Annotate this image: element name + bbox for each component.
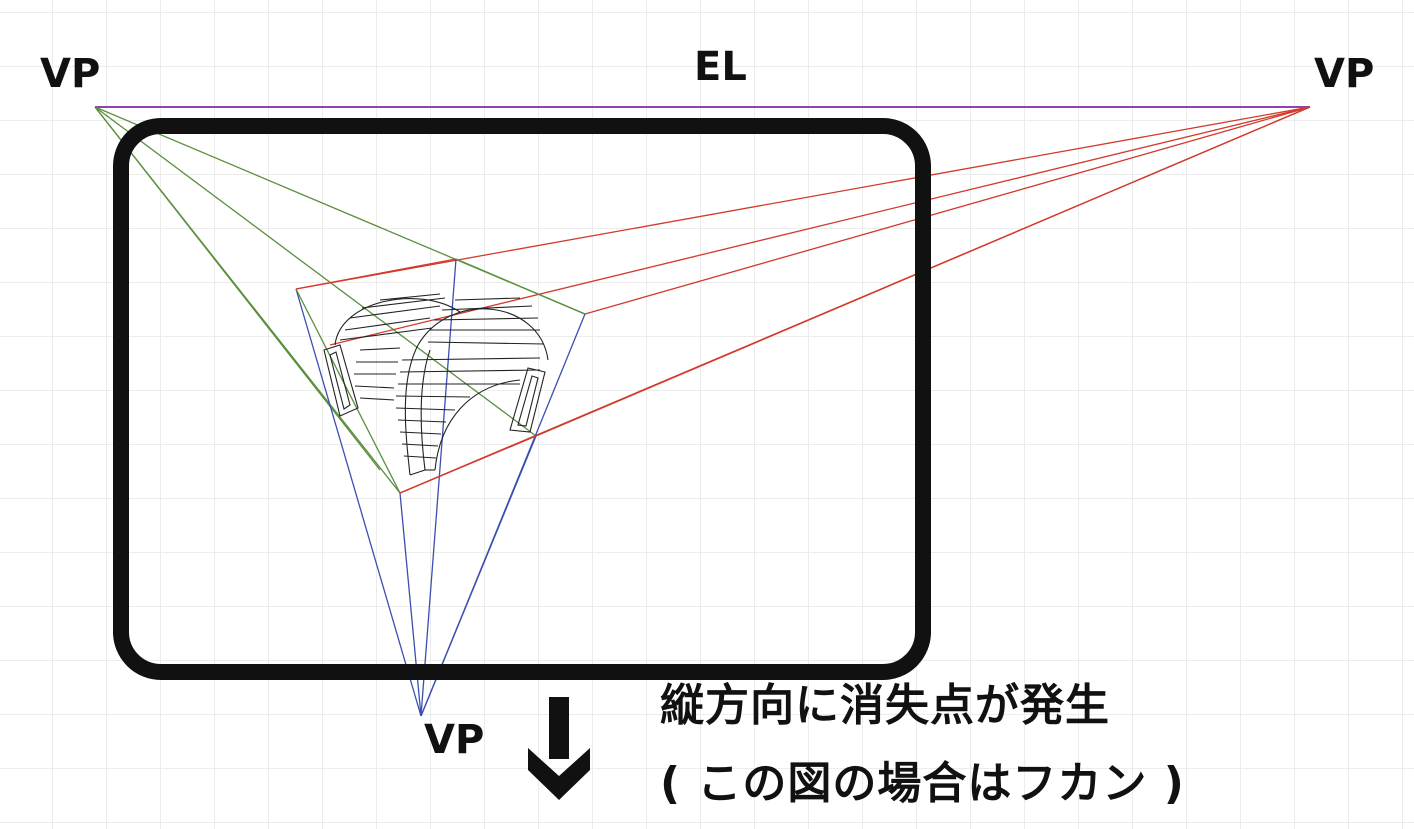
vanishing-point-left-label: VP <box>40 51 101 97</box>
box-outline <box>295 258 586 494</box>
frame-rectangle <box>113 118 931 680</box>
vanishing-point-right-label: VP <box>1314 51 1375 97</box>
arch-vault-object <box>323 293 549 476</box>
bottom-vp-guide-lines <box>295 258 586 717</box>
right-vp-guide-lines <box>295 106 1311 494</box>
left-vp-guide-lines <box>94 106 586 494</box>
down-arrow-icon <box>528 697 590 800</box>
caption-line-2: ( この図の場合はフカン ) <box>660 758 1185 809</box>
caption-line-1: 縦方向に消失点が発生 <box>660 680 1110 731</box>
eye-level-label: EL <box>694 44 747 90</box>
vanishing-point-bottom-label: VP <box>424 717 485 763</box>
